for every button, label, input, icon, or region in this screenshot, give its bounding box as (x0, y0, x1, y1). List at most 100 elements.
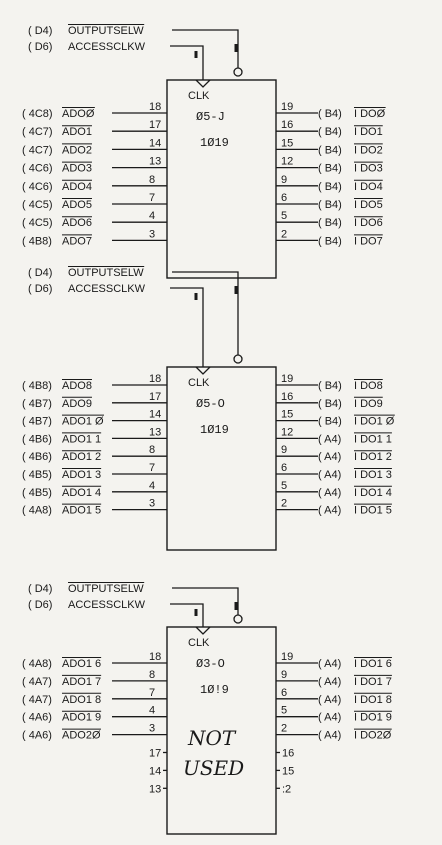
clk-label: CLK (188, 377, 210, 389)
signal-name: I DO1 7 (354, 676, 392, 688)
right-pin-row: 5( A4)I DO1 4 (276, 480, 392, 499)
pin-number: 4 (149, 480, 155, 492)
signal-ref: ( B4) (318, 217, 342, 229)
signal-ref: ( B4) (318, 108, 342, 120)
register-block-3: ( D4)OUTPUTSELW( D6)ACCESSCLKWCLKØ3-O1Ø!… (22, 582, 392, 835)
pin-number: 9 (281, 669, 287, 681)
ctrl-signal-accessclkw: ACCESSCLKW (68, 599, 146, 611)
handwritten-note: NOT (187, 726, 237, 750)
pin-number: 5 (281, 480, 287, 492)
register-block-1: ( D4)OUTPUTSELW( D6)ACCESSCLKWCLKØ5-J1Ø1… (22, 24, 386, 279)
pin-number: 3 (149, 723, 155, 735)
pin-number: 8 (149, 444, 155, 456)
pin-number: 6 (281, 462, 287, 474)
chip-body (166, 79, 277, 279)
pin-number: 6 (281, 192, 287, 204)
left-pin-row: ( 4B6)ADO1 28 (22, 444, 167, 463)
signal-ref: ( B4) (318, 199, 342, 211)
pin-number: 6 (281, 687, 287, 699)
signal-name: I DO6 (354, 217, 383, 229)
chip-part-number: 1Ø19 (200, 136, 229, 150)
wire (170, 45, 204, 80)
pin-number: 17 (149, 391, 161, 403)
chip-body (166, 366, 277, 551)
signal-ref: ( 4B8) (22, 235, 52, 247)
signal-ref: ( 4A8) (22, 658, 52, 670)
signal-ref: ( 4A8) (22, 505, 52, 517)
signal-name: I DO1 1 (354, 433, 392, 445)
clock-triangle (195, 366, 211, 375)
signal-name: ADO1 Ø (62, 416, 104, 428)
wire (170, 603, 204, 627)
signal-name: I DO9 (354, 398, 383, 410)
chip-id: Ø5-O (196, 397, 225, 411)
right-pin-row: 15( B4)I DO2 (276, 137, 383, 156)
pin-number: 15 (281, 137, 293, 149)
pin-number: 5 (281, 705, 287, 717)
signal-name: ADO9 (62, 398, 92, 410)
signal-name: ADO1 5 (62, 505, 101, 517)
signal-ref: ( A4) (318, 451, 341, 463)
left-pin-row: ( 4B7)ADO1 Ø14 (22, 409, 167, 428)
right-pin-row: 2( A4)I DO2Ø (276, 723, 392, 742)
signal-ref: ( 4B8) (22, 380, 52, 392)
signal-ref: ( 4C7) (22, 144, 53, 156)
wire (172, 271, 239, 355)
chip-part-number: 1Ø!9 (200, 683, 229, 697)
ctrl-signal-accessclkw: ACCESSCLKW (68, 283, 146, 295)
signal-name: I DO1 4 (354, 487, 392, 499)
signal-ref: ( B4) (318, 380, 342, 392)
pin-number: 13 (149, 156, 161, 168)
inverter-bubble (233, 354, 243, 364)
signal-name: I DO1 (354, 126, 383, 138)
right-pin-row: 6( A4)I DO1 8 (276, 687, 392, 706)
signal-ref: ( A4) (318, 505, 341, 517)
right-pin-row: 2( B4)I DO7 (276, 228, 383, 247)
pin-number: 18 (149, 651, 161, 663)
pin-number: 14 (149, 409, 161, 421)
clk-label: CLK (188, 90, 210, 102)
pin-number: 5 (281, 210, 287, 222)
pin-number: 17 (149, 748, 161, 760)
ctrl-ref: ( D4) (28, 25, 52, 37)
right-pin-row: 2( A4)I DO1 5 (276, 498, 392, 517)
chip-part-number: 1Ø19 (200, 423, 229, 437)
signal-name: I DO1 5 (354, 505, 392, 517)
right-pin-row: 19( A4)I DO1 6 (276, 651, 392, 670)
pin-number: 17 (149, 119, 161, 131)
pin-number: 2 (281, 723, 287, 735)
signal-ref: ( A4) (318, 694, 341, 706)
register-block-2: ( D4)OUTPUTSELW( D6)ACCESSCLKWCLKØ5-O1Ø1… (22, 266, 395, 551)
pin-number: 2 (281, 228, 287, 240)
right-pin-row: 15( B4)I DO1 Ø (276, 409, 395, 428)
pin-number: 18 (149, 373, 161, 385)
ctrl-signal-outputselw: OUTPUTSELW (68, 25, 144, 37)
inverter-bubble (233, 614, 243, 624)
pin-number: 12 (281, 426, 293, 438)
right-pin-row: 19( B4)I DO8 (276, 373, 383, 392)
signal-ref: ( 4B6) (22, 451, 52, 463)
ctrl-ref: ( D6) (28, 283, 52, 295)
signal-ref: ( A4) (318, 658, 341, 670)
wire (172, 29, 239, 68)
signal-name: I DOØ (354, 108, 386, 120)
clk-label: CLK (188, 637, 210, 649)
pin-number: 7 (149, 462, 155, 474)
signal-ref: ( A4) (318, 469, 341, 481)
clock-triangle (195, 626, 211, 635)
signal-name: I DO8 (354, 380, 383, 392)
right-pin-row: 5 ( B4) I DO6 (276, 210, 383, 229)
right-pin-row: 9( B4)I DO4 (276, 174, 383, 193)
signal-ref: ( 4B6) (22, 433, 52, 445)
signal-name: ADO1 8 (62, 694, 101, 706)
